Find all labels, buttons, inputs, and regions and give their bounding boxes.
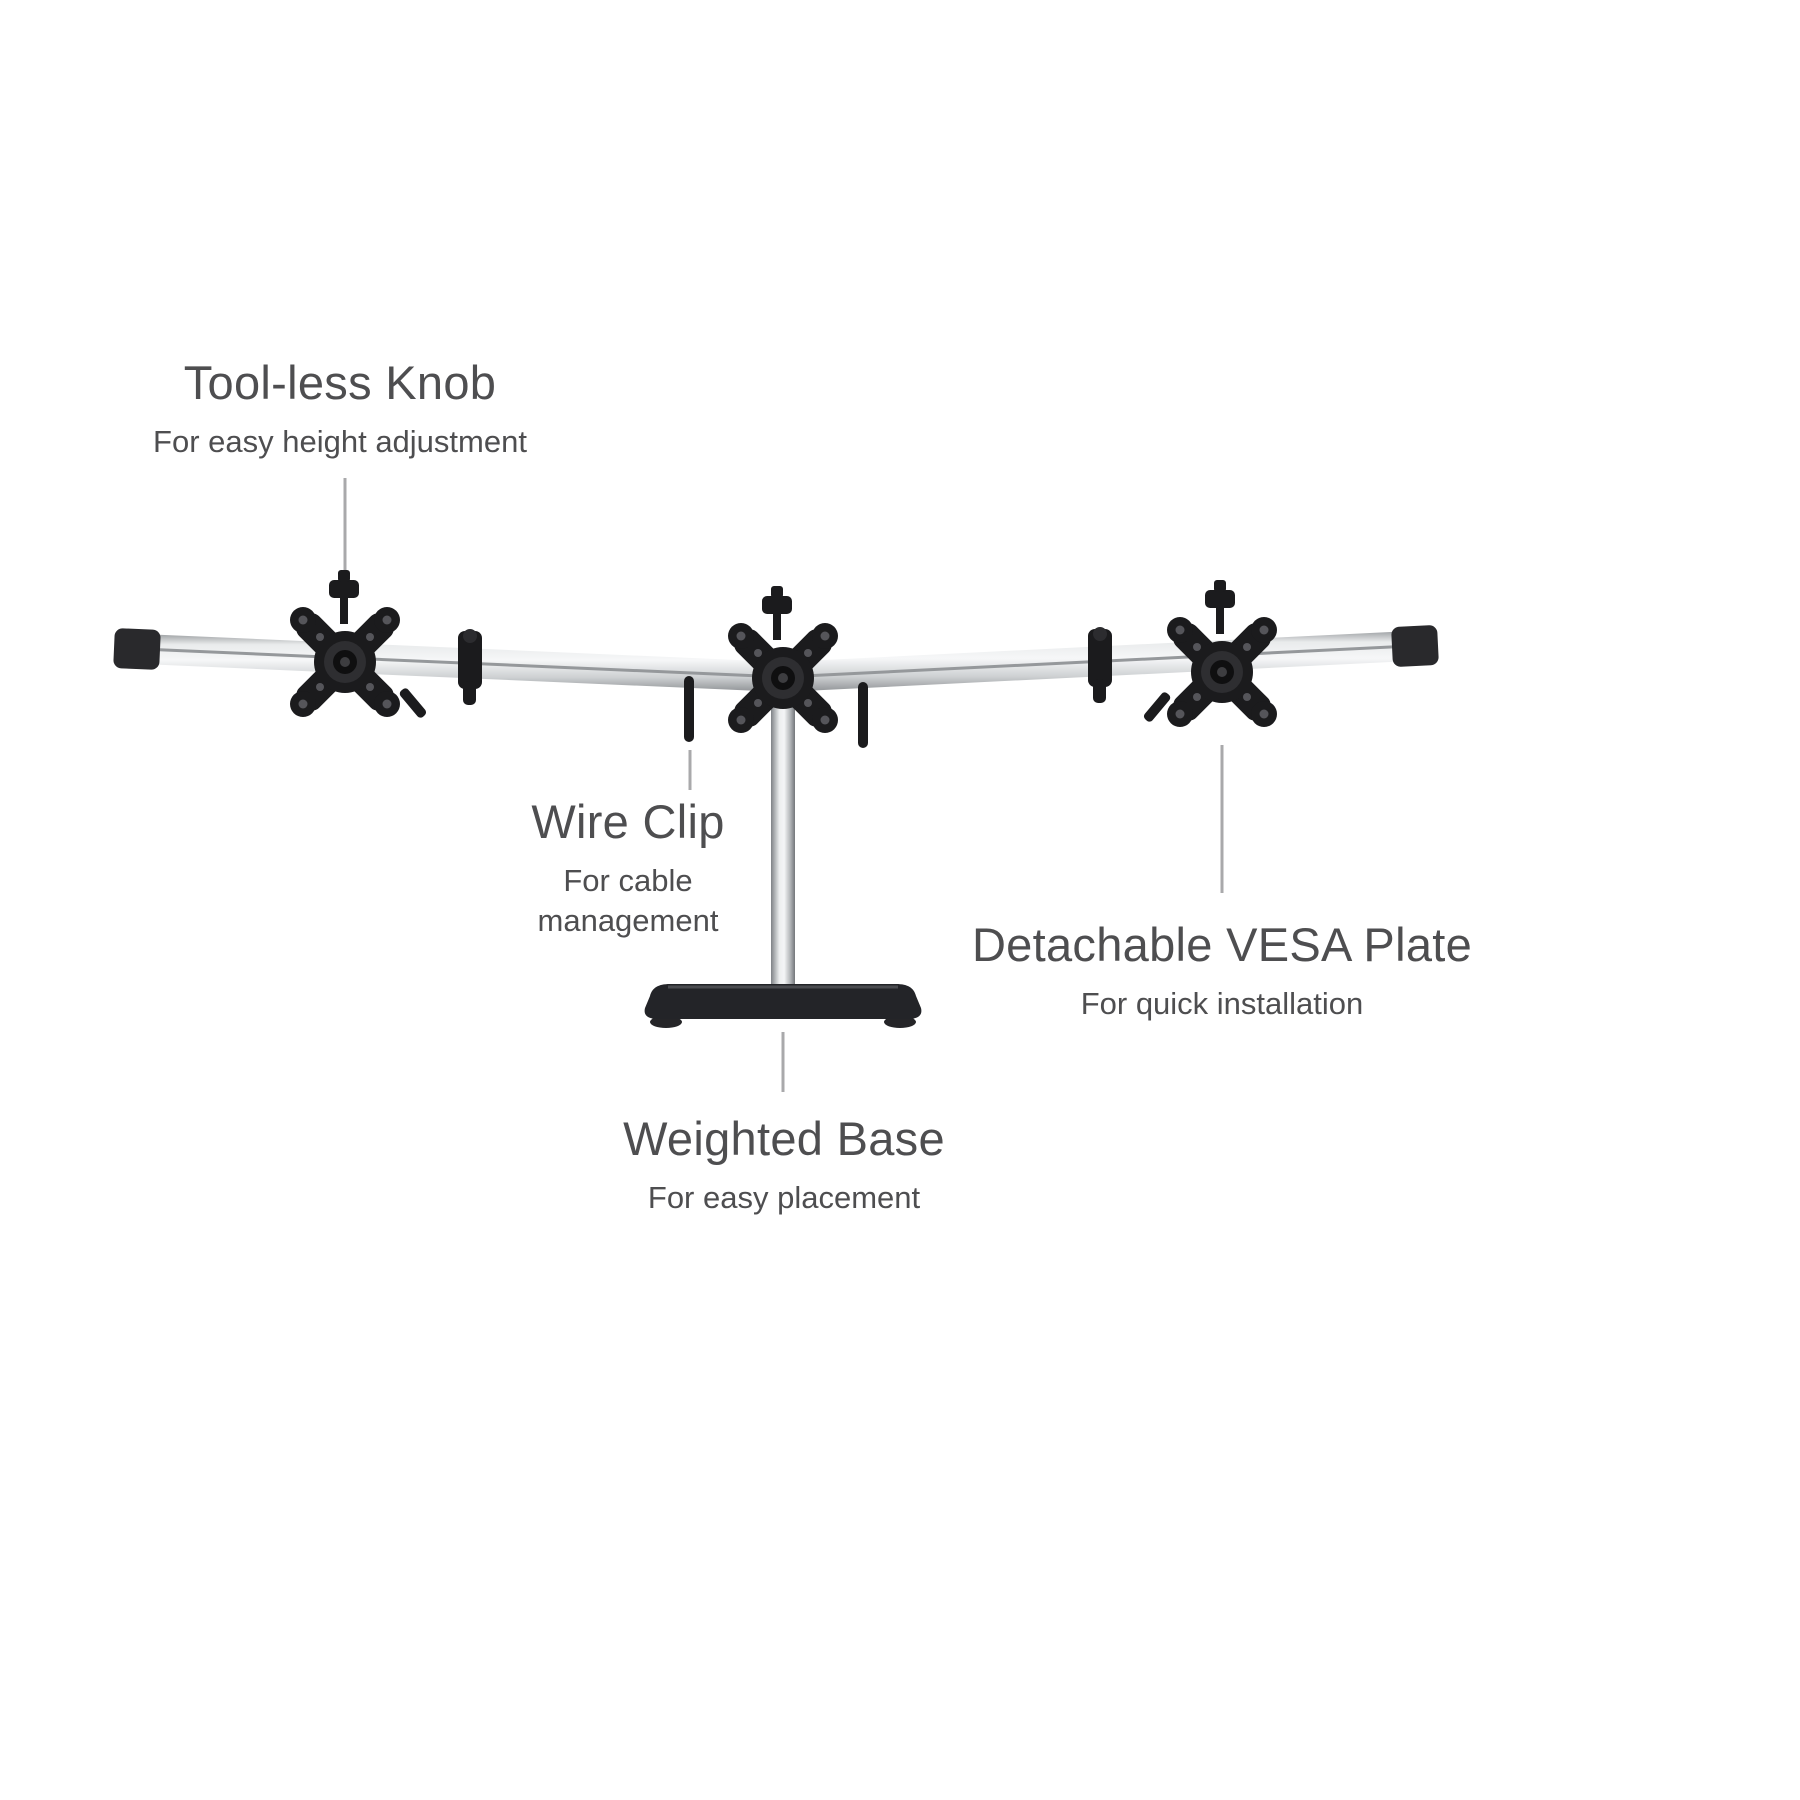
rail-clamp-left xyxy=(458,629,482,705)
stand-pole xyxy=(771,700,795,992)
label-toolless-knob: Tool-less Knob For easy height adjustmen… xyxy=(153,356,527,462)
weighted-base-title: Weighted Base xyxy=(623,1112,945,1165)
rail-clamp-right xyxy=(1088,627,1112,703)
toolless-knob-left xyxy=(329,570,359,624)
wire-clip-right xyxy=(858,682,868,748)
label-wire-clip: Wire Clip For cable management xyxy=(523,795,733,942)
label-weighted-base: Weighted Base For easy placement xyxy=(623,1112,945,1218)
leader-lines xyxy=(343,478,1224,1092)
toolless-knob-right xyxy=(1205,580,1235,634)
toolless-knob-subtitle: For easy height adjustment xyxy=(153,424,527,460)
weighted-base xyxy=(644,984,922,1028)
toolless-knob-center xyxy=(762,586,792,640)
wire-clip-subtitle: For cable management xyxy=(537,863,719,939)
end-cap-right xyxy=(1391,625,1439,667)
release-lever-right xyxy=(1143,692,1171,722)
vesa-plate-subtitle: For quick installation xyxy=(1080,986,1364,1022)
toolless-knob-title: Tool-less Knob xyxy=(183,356,497,409)
wire-clip-left xyxy=(684,676,694,742)
wire-clip-title: Wire Clip xyxy=(531,795,725,848)
end-cap-left xyxy=(113,628,161,670)
release-lever-left xyxy=(399,688,427,718)
wire-clips xyxy=(684,676,868,748)
weighted-base-subtitle: For easy placement xyxy=(647,1180,921,1216)
label-vesa-plate: Detachable VESA Plate For quick installa… xyxy=(972,918,1472,1024)
vesa-plate-title: Detachable VESA Plate xyxy=(971,918,1473,971)
